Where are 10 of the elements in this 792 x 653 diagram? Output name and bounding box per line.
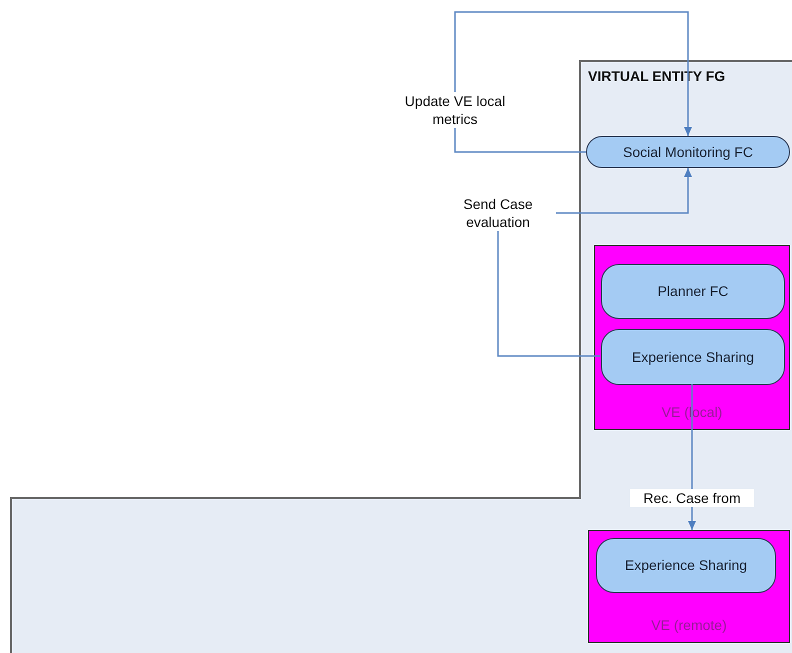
arrow xyxy=(688,384,696,530)
edge-label: Rec. Case from xyxy=(630,489,754,507)
process-box: Experience Sharing xyxy=(601,329,785,385)
arrow xyxy=(454,11,692,153)
process-box: Experience Sharing xyxy=(596,538,776,593)
entity-label: VE (remote) xyxy=(650,616,728,635)
process-box: Planner FC xyxy=(601,264,785,319)
entity-box xyxy=(594,245,790,430)
entity-box xyxy=(588,530,790,643)
process-pill: Social Monitoring FC xyxy=(586,136,790,168)
